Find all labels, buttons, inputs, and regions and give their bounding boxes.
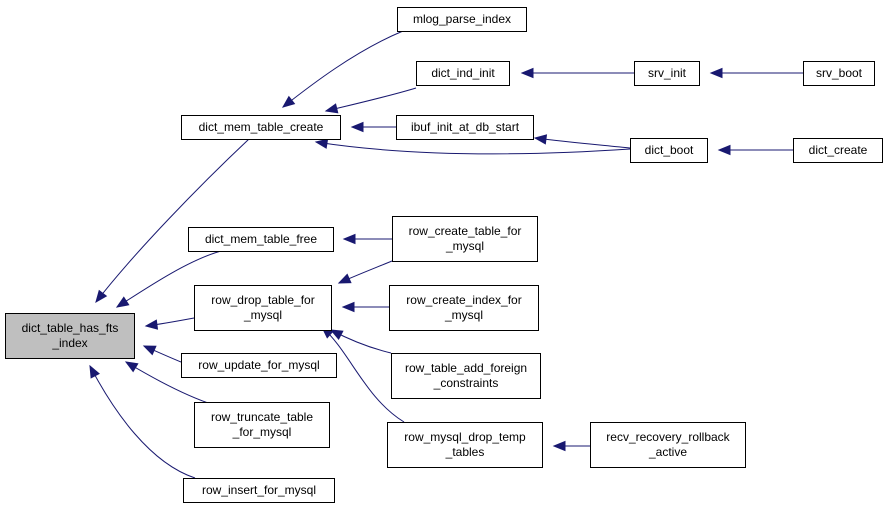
node-box — [634, 61, 700, 86]
node-box — [392, 216, 538, 262]
edges-layer — [89, 30, 803, 479]
node-box — [391, 353, 541, 399]
node-box — [188, 227, 334, 252]
node-row-insert[interactable]: row_insert_for_mysql — [183, 478, 335, 503]
node-label: dict_boot — [645, 143, 694, 157]
node-label: ibuf_init_at_db_start — [411, 120, 520, 134]
arrowhead-icon — [124, 361, 139, 373]
node-box — [396, 115, 534, 140]
node-row-create-table[interactable]: row_create_table_for_mysql — [392, 216, 538, 262]
node-box — [793, 138, 883, 163]
node-label: row_drop_table_for — [211, 293, 314, 307]
node-row-truncate[interactable]: row_truncate_table_for_mysql — [194, 402, 330, 448]
node-label: dict_create — [809, 143, 868, 157]
node-label: row_insert_for_mysql — [202, 483, 316, 497]
node-dict-mem-table-create[interactable]: dict_mem_table_create — [181, 115, 341, 140]
node-label: _mysql — [243, 308, 282, 322]
node-label: mlog_parse_index — [413, 12, 511, 26]
node-dict-ind-init[interactable]: dict_ind_init — [416, 61, 510, 86]
node-label: _mysql — [444, 308, 483, 322]
node-recv[interactable]: recv_recovery_rollback_active — [590, 422, 746, 468]
node-box — [590, 422, 746, 468]
arrowhead-icon — [533, 134, 548, 145]
node-label: row_mysql_drop_temp — [404, 430, 526, 444]
node-row-table-add[interactable]: row_table_add_foreign_constraints — [391, 353, 541, 399]
node-label: _constraints — [433, 376, 499, 390]
node-label: dict_mem_table_free — [205, 232, 317, 246]
node-dict-create[interactable]: dict_create — [793, 138, 883, 163]
node-box — [183, 478, 335, 503]
edge-row_drop_table-to-row_mysql_drop — [321, 326, 405, 423]
arrowhead-icon — [337, 273, 352, 284]
edge-dict_mem_table_create-to-dict_boot — [315, 141, 631, 155]
arrowhead-icon — [324, 103, 339, 114]
arrowhead-icon — [95, 289, 108, 304]
edge-root-to-dict_mem_table_free — [116, 250, 222, 308]
arrowhead-icon — [520, 67, 534, 79]
arrowhead-icon — [144, 319, 159, 330]
node-srv-init[interactable]: srv_init — [634, 61, 700, 86]
node-label: row_truncate_table — [211, 410, 313, 424]
node-label: _mysql — [445, 239, 484, 253]
arrowhead-icon — [342, 233, 356, 245]
node-box — [630, 138, 708, 163]
arrowhead-icon — [350, 121, 364, 133]
node-label: _index — [51, 336, 87, 350]
arrowhead-icon — [281, 95, 296, 108]
arrowhead-icon — [329, 329, 344, 340]
edge-ibuf-to-dict_boot — [534, 137, 631, 149]
nodes-layer: dict_table_has_fts_index mlog_parse_index… — [5, 7, 883, 503]
node-dict-boot[interactable]: dict_boot — [630, 138, 708, 163]
node-row-create-index[interactable]: row_create_index_for_mysql — [389, 285, 539, 331]
node-label: row_table_add_foreign — [405, 361, 527, 375]
arrowhead-icon — [142, 345, 157, 356]
node-label: _active — [648, 445, 687, 459]
arrowhead-icon — [552, 440, 566, 452]
node-label: _for_mysql — [232, 425, 292, 439]
node-label: dict_mem_table_create — [199, 120, 324, 134]
node-label: recv_recovery_rollback — [606, 430, 730, 444]
node-row-mysql-drop[interactable]: row_mysql_drop_temp_tables — [387, 422, 543, 468]
node-label: dict_ind_init — [431, 66, 495, 80]
node-label: _tables — [445, 445, 485, 459]
node-label: row_create_index_for — [406, 293, 521, 307]
node-box — [416, 61, 510, 86]
node-row-update[interactable]: row_update_for_mysql — [181, 353, 337, 378]
node-box — [397, 7, 527, 32]
node-label: srv_boot — [816, 66, 863, 80]
node-box — [181, 353, 337, 378]
node-box — [5, 313, 135, 359]
node-row-drop-table[interactable]: row_drop_table_for_mysql — [194, 285, 332, 331]
arrowhead-icon — [709, 67, 723, 79]
arrowhead-icon — [89, 364, 100, 379]
node-label: dict_table_has_fts — [22, 321, 119, 335]
node-label: srv_init — [648, 66, 687, 80]
node-label: row_update_for_mysql — [198, 358, 319, 372]
node-box — [803, 61, 875, 86]
node-mlog[interactable]: mlog_parse_index — [397, 7, 527, 32]
arrowhead-icon — [314, 138, 329, 149]
node-box — [389, 285, 539, 331]
node-dict-mem-table-free[interactable]: dict_mem_table_free — [188, 227, 334, 252]
node-box — [194, 285, 332, 331]
edge-root-to-dict_mem_table_create — [95, 138, 250, 303]
edge-root-to-row_insert — [89, 365, 196, 479]
node-root[interactable]: dict_table_has_fts_index — [5, 313, 135, 359]
node-label: row_create_table_for — [409, 224, 522, 238]
arrowhead-icon — [717, 144, 731, 156]
node-box — [181, 115, 341, 140]
node-box — [194, 402, 330, 448]
arrowhead-icon — [115, 296, 130, 308]
node-box — [387, 422, 543, 468]
edge-dict_mem_table_create-to-dict_ind_init — [325, 87, 417, 112]
node-srv-boot[interactable]: srv_boot — [803, 61, 875, 86]
edge-dict_mem_table_create-to-mlog — [282, 30, 404, 108]
node-ibuf[interactable]: ibuf_init_at_db_start — [396, 115, 534, 140]
arrowhead-icon — [341, 301, 355, 313]
